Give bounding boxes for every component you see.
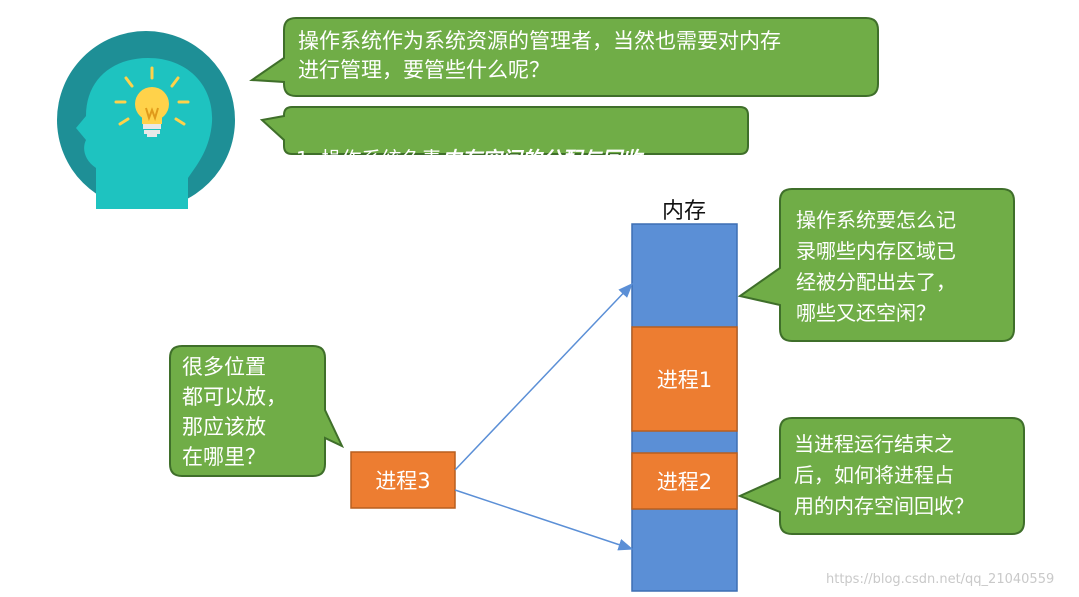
bubble-right-top-shape	[737, 188, 1015, 342]
point1-emphasis: 内存空间的分配与回收	[441, 147, 642, 171]
process-2-label: 进程2	[656, 470, 713, 494]
bubble-left-text: 很多位置 都可以放， 那应该放 在哪里？	[182, 355, 287, 469]
bubble-right-bottom: 当进程运行结束之 后，如何将进程占 用的内存空间回收？	[794, 429, 1024, 522]
process-1-label: 进程1	[656, 368, 713, 392]
point1-prefix: 1. 操作系统负责	[296, 147, 442, 171]
memory-process-2: 进程2	[632, 453, 737, 509]
process-3: 进程3	[351, 452, 455, 508]
bubble-left: 很多位置 都可以放， 那应该放 在哪里？	[182, 352, 322, 472]
process-3-label: 进程3	[375, 469, 431, 493]
bubble-point1: 1. 操作系统负责内存空间的分配与回收	[296, 116, 746, 174]
bubble-right-top: 操作系统要怎么记 录哪些内存区域已 经被分配出去了， 哪些又还空闲？	[796, 205, 1011, 329]
watermark: https://blog.csdn.net/qq_21040559	[826, 572, 1055, 587]
bubble-top-text: 操作系统作为系统资源的管理者，当然也需要对内存 进行管理，要管些什么呢？	[298, 29, 781, 82]
bubble-top: 操作系统作为系统资源的管理者，当然也需要对内存 进行管理，要管些什么呢？	[298, 27, 868, 85]
memory-process-1: 进程1	[632, 327, 737, 431]
bubble-right-top-text: 操作系统要怎么记 录哪些内存区域已 经被分配出去了， 哪些又还空闲？	[796, 208, 956, 325]
process3-block	[350, 451, 456, 509]
head-with-lightbulb-icon	[57, 31, 235, 209]
bubble-point1-shape	[259, 106, 749, 155]
bubble-right-bottom-shape	[737, 417, 1025, 535]
bubble-left-shape	[169, 345, 345, 477]
memory-title: 内存	[661, 199, 706, 224]
bubble-top-shape	[249, 17, 879, 97]
memory-process-1-block	[631, 326, 738, 432]
memory-process-2-block	[631, 452, 738, 510]
arrow-to-free-bottom	[454, 489, 634, 551]
bubble-right-bottom-text: 当进程运行结束之 后，如何将进程占 用的内存空间回收？	[794, 432, 974, 518]
arrow-to-free-top	[454, 282, 634, 471]
